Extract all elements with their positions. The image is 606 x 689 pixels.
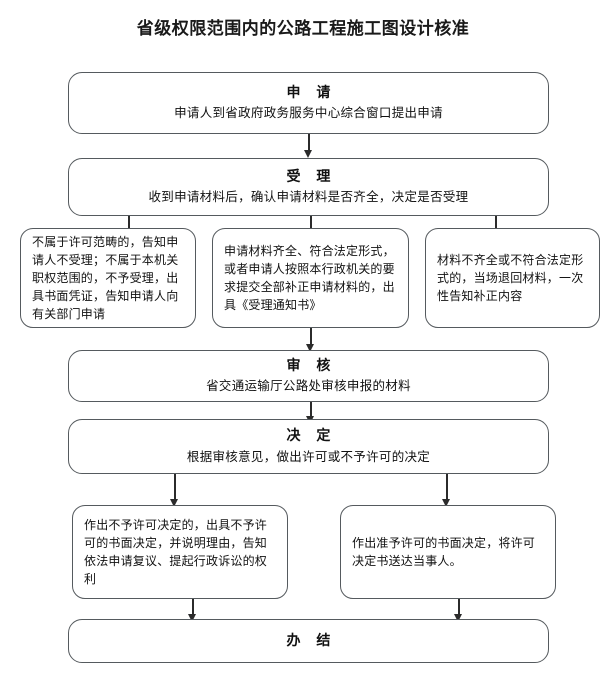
node-apply-text: 申请人到省政府政务服务中心综合窗口提出申请: [174, 106, 443, 121]
node-decision-deny: 作出不予许可决定的，出具不予许可的书面决定，并说明理由，告知依法申请复议、提起行…: [72, 505, 288, 599]
node-accept-heading: 受 理: [286, 167, 337, 184]
node-finish-heading: 办 结: [286, 632, 337, 649]
node-branch-not-permitted: 不属于许可范畴的，告知申请人不受理；不属于本机关职权范围的，不予受理，出具书面凭…: [20, 228, 196, 328]
node-accept: 受 理 收到申请材料后，确认申请材料是否齐全，决定是否受理: [68, 158, 549, 216]
node-decision-heading: 决 定: [286, 427, 337, 444]
node-review-heading: 审 核: [286, 356, 337, 373]
node-branch-incomplete: 材料不齐全或不符合法定形式的，当场退回材料，一次性告知补正内容: [425, 228, 600, 328]
node-decision-grant-text: 作出准予许可的书面决定，将许可决定书送达当事人。: [352, 536, 536, 568]
node-decision-grant: 作出准予许可的书面决定，将许可决定书送达当事人。: [340, 505, 556, 599]
node-branch-complete: 申请材料齐全、符合法定形式，或者申请人按照本行政机关的要求提交全部补正申请材料的…: [212, 228, 409, 328]
node-branch-incomplete-text: 材料不齐全或不符合法定形式的，当场退回材料，一次性告知补正内容: [437, 253, 584, 303]
node-review-text: 省交通运输厅公路处审核申报的材料: [206, 379, 411, 394]
node-decision-deny-text: 作出不予许可决定的，出具不予许可的书面决定，并说明理由，告知依法申请复议、提起行…: [84, 518, 268, 586]
node-accept-text: 收到申请材料后，确认申请材料是否齐全，决定是否受理: [148, 190, 469, 205]
node-branch-not-permitted-text: 不属于许可范畴的，告知申请人不受理；不属于本机关职权范围的，不予受理，出具书面凭…: [32, 235, 179, 321]
node-apply: 申 请 申请人到省政府政务服务中心综合窗口提出申请: [68, 72, 549, 134]
node-decision: 决 定 根据审核意见，做出许可或不予许可的决定: [68, 419, 549, 474]
node-apply-heading: 申 请: [286, 83, 337, 100]
node-finish: 办 结: [68, 619, 549, 663]
node-branch-complete-text: 申请材料齐全、符合法定形式，或者申请人按照本行政机关的要求提交全部补正申请材料的…: [224, 244, 395, 312]
page-title: 省级权限范围内的公路工程施工图设计核准: [136, 19, 470, 38]
node-review: 审 核 省交通运输厅公路处审核申报的材料: [68, 350, 549, 402]
node-decision-text: 根据审核意见，做出许可或不予许可的决定: [186, 449, 431, 464]
